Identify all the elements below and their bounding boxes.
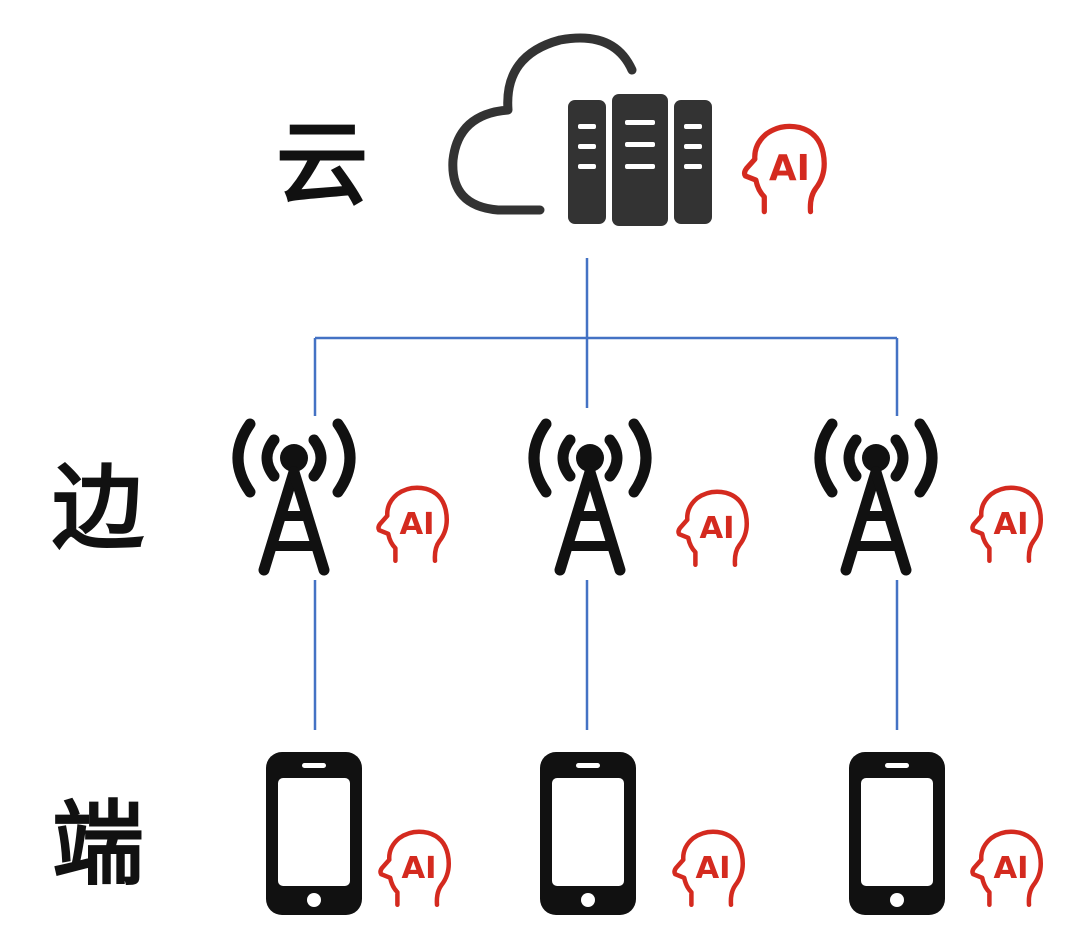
ai-badge-text-edge-left: AI	[399, 507, 434, 542]
smartphone-icon-middle	[540, 752, 636, 915]
antenna-tower-icon-middle	[534, 424, 646, 570]
smartphone-icon-left	[266, 752, 362, 915]
ai-head-icon-edge-middle: AI	[678, 492, 746, 565]
cloud-server-icon	[448, 33, 712, 226]
ai-badge-text-device-left: AI	[401, 851, 436, 886]
tier-label-cloud: 云	[276, 111, 368, 218]
antenna-tower-icon-right	[820, 424, 932, 570]
ai-head-icon-edge-left: AI	[378, 488, 446, 561]
ai-badge-text-edge-middle: AI	[699, 511, 734, 546]
ai-badge-text-device-middle: AI	[695, 851, 730, 886]
ai-badge-text-edge-right: AI	[993, 507, 1028, 542]
ai-head-icon-cloud: AI	[745, 126, 825, 211]
ai-badge-text-device-right: AI	[993, 851, 1028, 886]
tier-label-edge: 边	[52, 455, 144, 562]
smartphone-icon-right	[849, 752, 945, 915]
antenna-tower-icon-left	[238, 424, 350, 570]
ai-head-icon-device-middle: AI	[674, 832, 742, 905]
connector-lines	[313, 258, 899, 730]
ai-head-icon-edge-right: AI	[972, 488, 1040, 561]
ai-head-icon-device-right: AI	[972, 832, 1040, 905]
ai-badge-text-cloud: AI	[769, 148, 810, 189]
server-rack-icon	[568, 94, 712, 226]
tier-label-device: 端	[52, 791, 144, 898]
ai-head-icon-device-left: AI	[380, 832, 448, 905]
